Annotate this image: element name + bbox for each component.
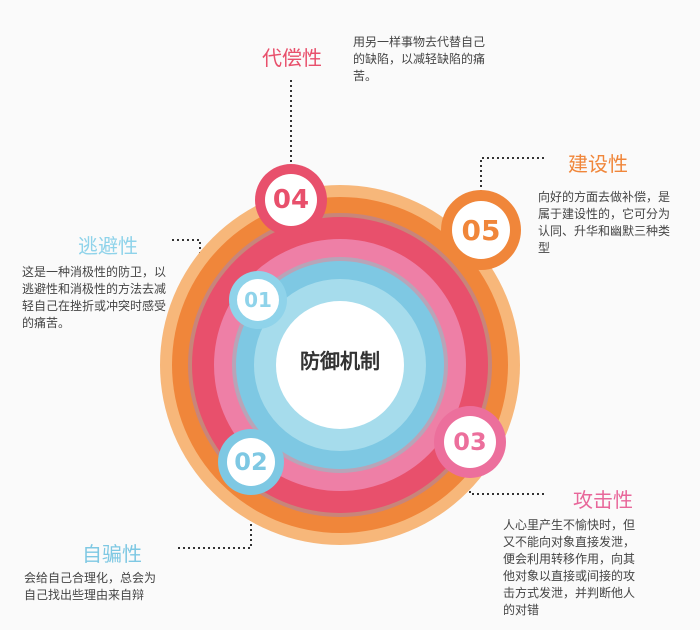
connector-03 — [469, 476, 545, 495]
badge-04: 04 — [272, 185, 310, 215]
desc-03: 人心里产生不愉快时，但又不能向对象直接发泄，便会利用转移作用，向其他对象以直接或… — [503, 518, 636, 617]
center-circle — [276, 301, 404, 429]
center-label: 防御机制 — [300, 349, 380, 373]
badge-01: 01 — [244, 288, 272, 312]
desc-05: 向好的方面去做补偿，是属于建设性的，它可分为认同、升华和幽默三种类型 — [538, 190, 671, 255]
title-04: 代偿性 — [262, 46, 322, 70]
badge-02: 02 — [234, 448, 268, 476]
title-05: 建设性 — [568, 152, 628, 176]
badge-05: 05 — [461, 214, 501, 247]
desc-01: 这是一种消极性的防卫，以逃避性和消极性的方法去减轻自己在挫折或冲突时感受的痛苦。 — [22, 265, 167, 330]
connector-05 — [480, 157, 545, 192]
badge-03: 03 — [453, 428, 487, 456]
title-03: 攻击性 — [573, 488, 633, 512]
desc-02: 会给自己合理化，总会为自己找出些理由来自辩 — [24, 571, 157, 602]
desc-04: 用另一样事物去代替自己的缺陷，以减轻缺陷的痛苦。 — [353, 35, 486, 83]
title-02: 自骗性 — [82, 542, 142, 566]
title-01: 逃避性 — [78, 234, 138, 258]
